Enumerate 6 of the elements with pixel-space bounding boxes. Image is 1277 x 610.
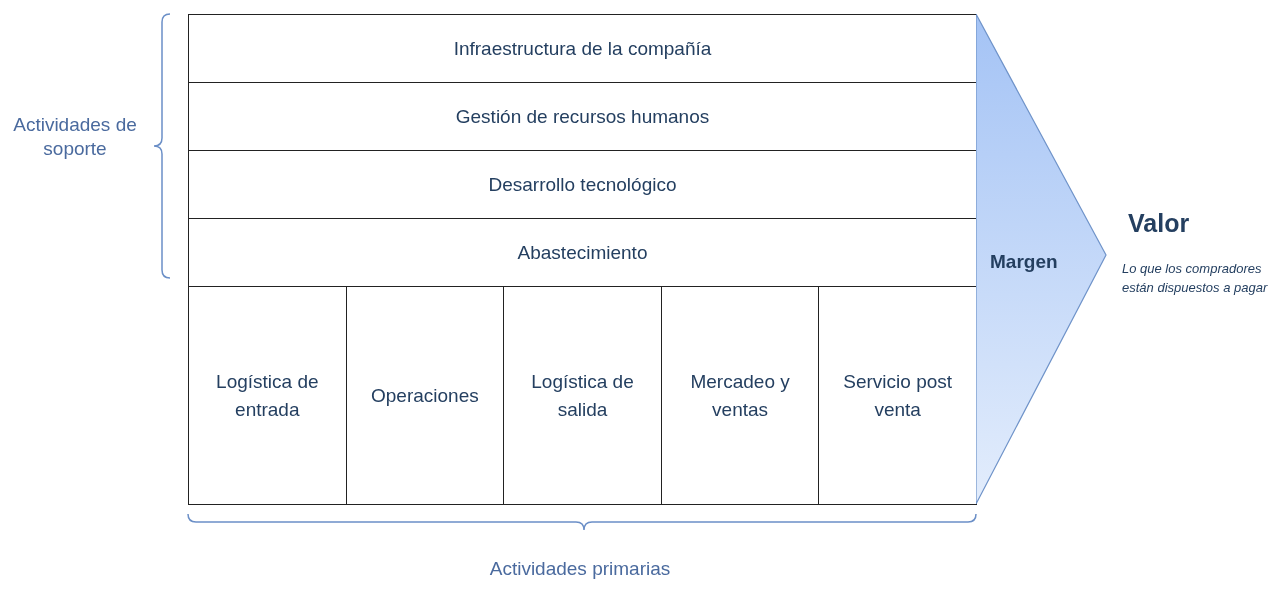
primary-activity-cell: Logística de entrada (188, 286, 347, 505)
margin-label: Margen (990, 250, 1058, 274)
value-description: Lo que los compradores están dispuestos a pagar (1122, 260, 1269, 297)
bracket-label: Actividades de soporte (12, 113, 138, 161)
bracket-label: Actividades primarias (488, 557, 672, 581)
value-heading: Valor (1128, 208, 1191, 239)
